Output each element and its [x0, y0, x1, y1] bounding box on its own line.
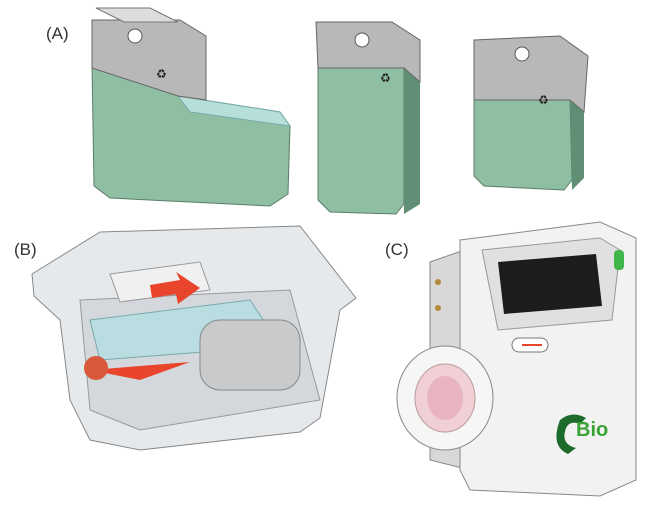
recycle-icon: ♻	[380, 71, 391, 85]
logo-mark	[556, 414, 586, 454]
arrow-icon	[150, 272, 200, 304]
button-green	[614, 250, 624, 270]
screen	[498, 254, 602, 314]
cartridge-large: ♻	[91, 7, 292, 207]
recycle-icon: ♻	[538, 93, 549, 107]
panel-label-c: (C)	[385, 240, 409, 259]
blister-package	[31, 225, 357, 451]
panel-label-b: (B)	[14, 240, 37, 259]
cartridge-medium: ♻	[315, 21, 421, 215]
recycle-icon: ♻	[156, 67, 167, 81]
device: Bio	[396, 221, 637, 497]
logo-text: Bio	[576, 419, 608, 441]
panel-label-a: (A)	[46, 24, 69, 43]
cartridge-small: ♻	[473, 35, 589, 191]
